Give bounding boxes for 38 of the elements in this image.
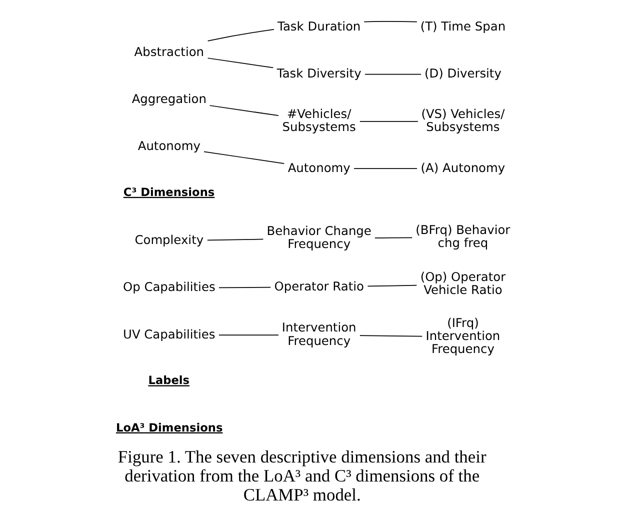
node-text: UV Capabilities xyxy=(123,327,216,342)
connector xyxy=(364,20,418,22)
node-text: Op Capabilities xyxy=(123,280,216,294)
node-text: (VS) Vehicles/ Subsystems xyxy=(421,107,505,134)
node-text: (BFrq) Behavior chg freq xyxy=(416,223,510,250)
connector xyxy=(218,334,279,336)
connector xyxy=(360,335,423,337)
node-text: Autonomy xyxy=(288,160,350,175)
label: C³ Dimensions xyxy=(123,184,215,199)
connector xyxy=(204,151,285,164)
node-text: Intervention Frequency xyxy=(282,320,356,348)
node-text: #Vehicles/ Subsystems xyxy=(282,107,356,134)
node-text: (IFrq) Intervention Frequency xyxy=(426,316,500,356)
node-text: (T) Time Span xyxy=(420,20,506,34)
label: LoA³ Dimensions xyxy=(116,420,223,434)
node-text: Task Diversity xyxy=(276,66,362,81)
connector xyxy=(218,286,272,288)
node-text: Operator Ratio xyxy=(274,279,364,294)
label: Labels xyxy=(148,373,190,388)
node-text: (A) Autonomy xyxy=(420,160,506,175)
node-text: Task Duration xyxy=(278,20,361,34)
connector xyxy=(207,28,274,42)
connector xyxy=(364,74,422,75)
connector xyxy=(207,238,264,241)
node-text: Behavior Change Frequency xyxy=(266,224,372,252)
node-text: Abstraction xyxy=(134,44,204,59)
node-text: Complexity xyxy=(134,233,204,248)
connector xyxy=(207,58,274,68)
caption: Figure 1. The seven descriptive dimensions and their derivation from the LoA³ and C³ dimensions of the CLAMP³ model. xyxy=(118,446,486,505)
connector xyxy=(209,105,279,116)
connector xyxy=(374,237,413,238)
node-text: Aggregation xyxy=(132,92,206,106)
connector xyxy=(360,121,418,122)
node-text: (Op) Operator Vehicle Ratio xyxy=(420,270,506,298)
connector xyxy=(367,284,418,287)
node-text: (D) Diversity xyxy=(424,66,502,81)
connector xyxy=(354,168,418,169)
node-text: Autonomy xyxy=(138,138,200,153)
